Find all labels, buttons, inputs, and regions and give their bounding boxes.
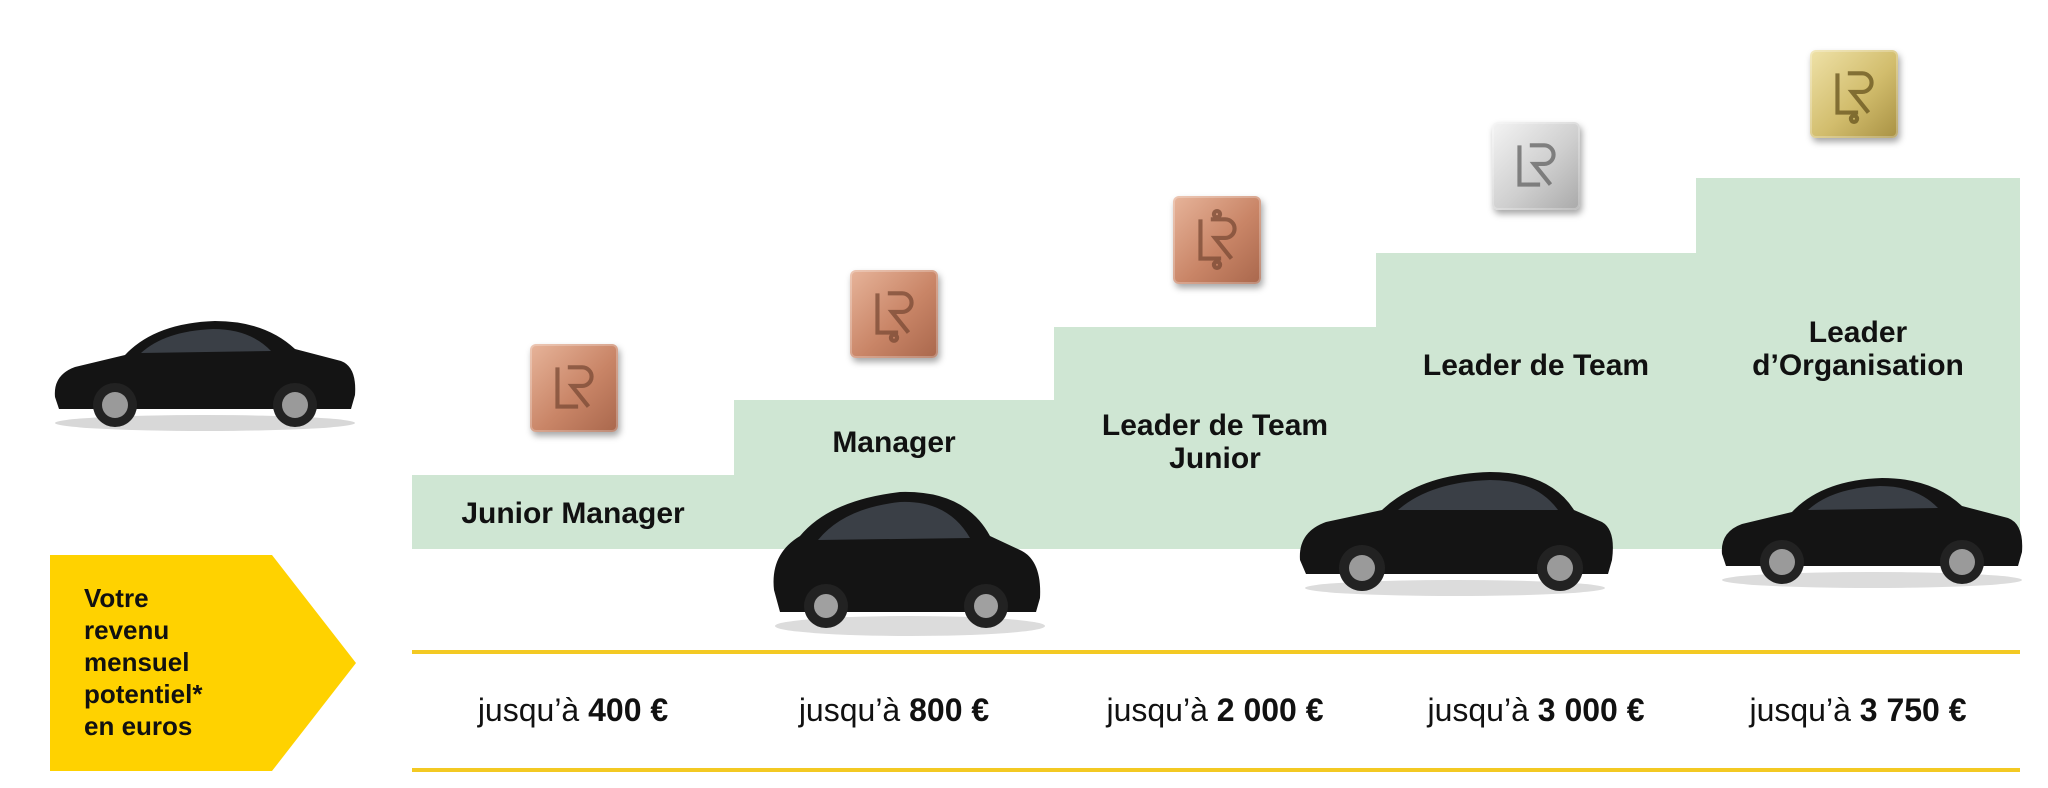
arrow-label: Votre revenu mensuel potentiel* en euros (84, 583, 203, 741)
top-divider (412, 650, 2020, 654)
lr-logo-icon (1810, 50, 1898, 138)
earning-amount: 3 750 € (1859, 692, 1967, 728)
earning-manager: jusqu’à 800 € (734, 692, 1054, 729)
level-name: Leader de Team Junior (1101, 409, 1329, 475)
arrow-shape (50, 555, 356, 771)
earning-prefix: jusqu’à (1749, 692, 1851, 728)
lr-logo-icon (530, 344, 618, 432)
earning-amount: 400 € (588, 692, 669, 728)
car-icon (1721, 478, 2023, 588)
earning-junior-manager: jusqu’à 400 € (413, 692, 733, 729)
bottom-divider (412, 768, 2020, 772)
lr-logo-icon (1173, 196, 1261, 284)
level-name: Junior Manager (461, 497, 685, 530)
earning-leader-de-team: jusqu’à 3 000 € (1376, 692, 1696, 729)
earning-prefix: jusqu’à (1106, 692, 1208, 728)
earning-amount: 3 000 € (1537, 692, 1645, 728)
earning-leader-de-team-junior: jusqu’à 2 000 € (1055, 692, 1375, 729)
lr-logo-icon (1492, 122, 1580, 210)
earning-prefix: jusqu’à (1427, 692, 1529, 728)
earning-leader-d-organisation: jusqu’à 3 750 € (1698, 692, 2018, 729)
level-name: Leader de Team (1422, 349, 1650, 382)
earning-amount: 2 000 € (1216, 692, 1324, 728)
step-junior-manager: Junior Manager (412, 475, 734, 549)
earning-prefix: jusqu’à (477, 692, 580, 728)
car-icon (54, 321, 356, 431)
level-name: Manager (832, 426, 956, 459)
lr-logo-icon (850, 270, 938, 358)
earning-amount: 800 € (909, 692, 990, 728)
step-leader-de-team-junior: Leader de Team Junior (1054, 327, 1376, 549)
level-name: Leader d’Organisation (1752, 316, 1964, 382)
earning-prefix: jusqu’à (798, 692, 901, 728)
car-icon (1299, 472, 1613, 596)
car-icon (773, 491, 1045, 636)
